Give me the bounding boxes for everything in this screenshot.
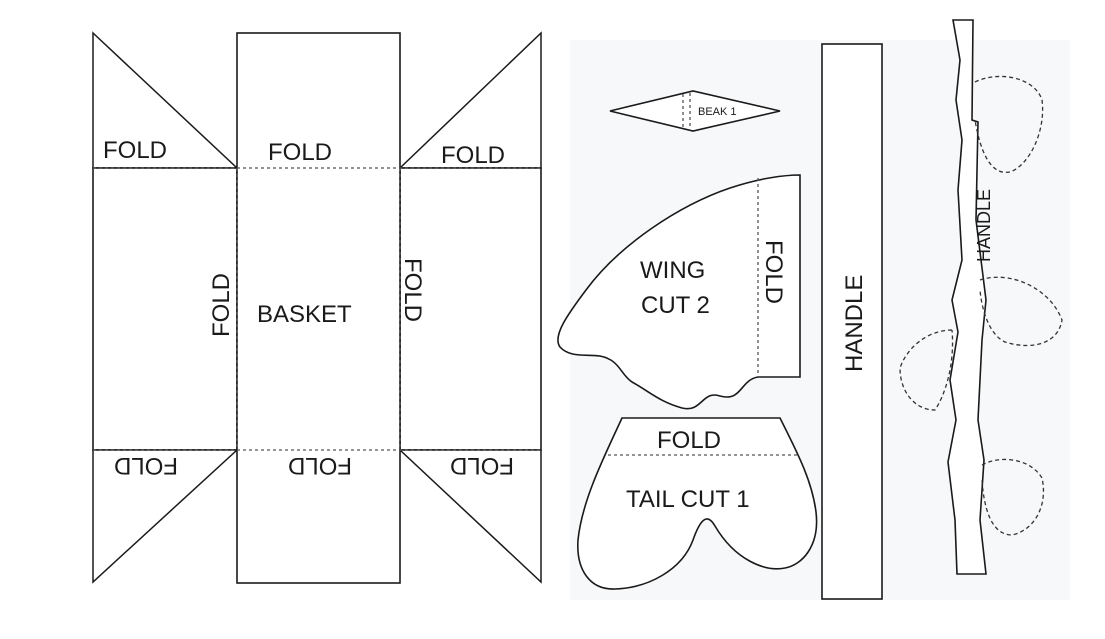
fold-label-top-center: FOLD [268,139,332,166]
tail-outline [577,417,818,590]
beak-piece: BEAK 1 [609,90,781,132]
fold-label-bottom-right: FOLD [450,452,514,479]
basket-label: BASKET [257,301,352,328]
wing-piece: WING CUT 2 FOLD [557,174,801,410]
tail-piece: FOLD TAIL CUT 1 [577,417,818,590]
wing-fold-label: FOLD [760,240,787,304]
basket-left-panel [92,167,238,451]
beak-label: BEAK 1 [698,106,737,118]
handle-strip-piece: HANDLE [821,43,883,600]
fold-label-bottom-left: FOLD [114,452,178,479]
handle-strip-outline [821,43,883,600]
leaf-2 [979,276,1063,347]
tail-fold-label: FOLD [657,427,721,454]
fold-label-top-left: FOLD [103,137,167,164]
leafy-handle-outline [947,19,987,575]
handle-strip-label: HANDLE [841,275,868,372]
fold-label-top-right: FOLD [441,142,505,169]
basket-right-bottom-flap [398,449,542,584]
basket-piece: FOLD FOLD FOLD BASKET FOLD FOLD FOLD FOL… [92,31,542,584]
wing-label-line-1: WING [640,257,705,284]
fold-label-right-vertical: FOLD [399,258,426,322]
tail-label: TAIL CUT 1 [626,486,750,513]
wing-outline [557,174,801,410]
leafy-handle-piece: HANDLE [899,19,1063,575]
leafy-handle-label: HANDLE [974,189,994,262]
beak-outline [609,90,781,132]
fold-label-bottom-center: FOLD [288,452,352,479]
wing-label-line-2: CUT 2 [641,292,710,319]
fold-label-left-vertical: FOLD [208,273,235,337]
